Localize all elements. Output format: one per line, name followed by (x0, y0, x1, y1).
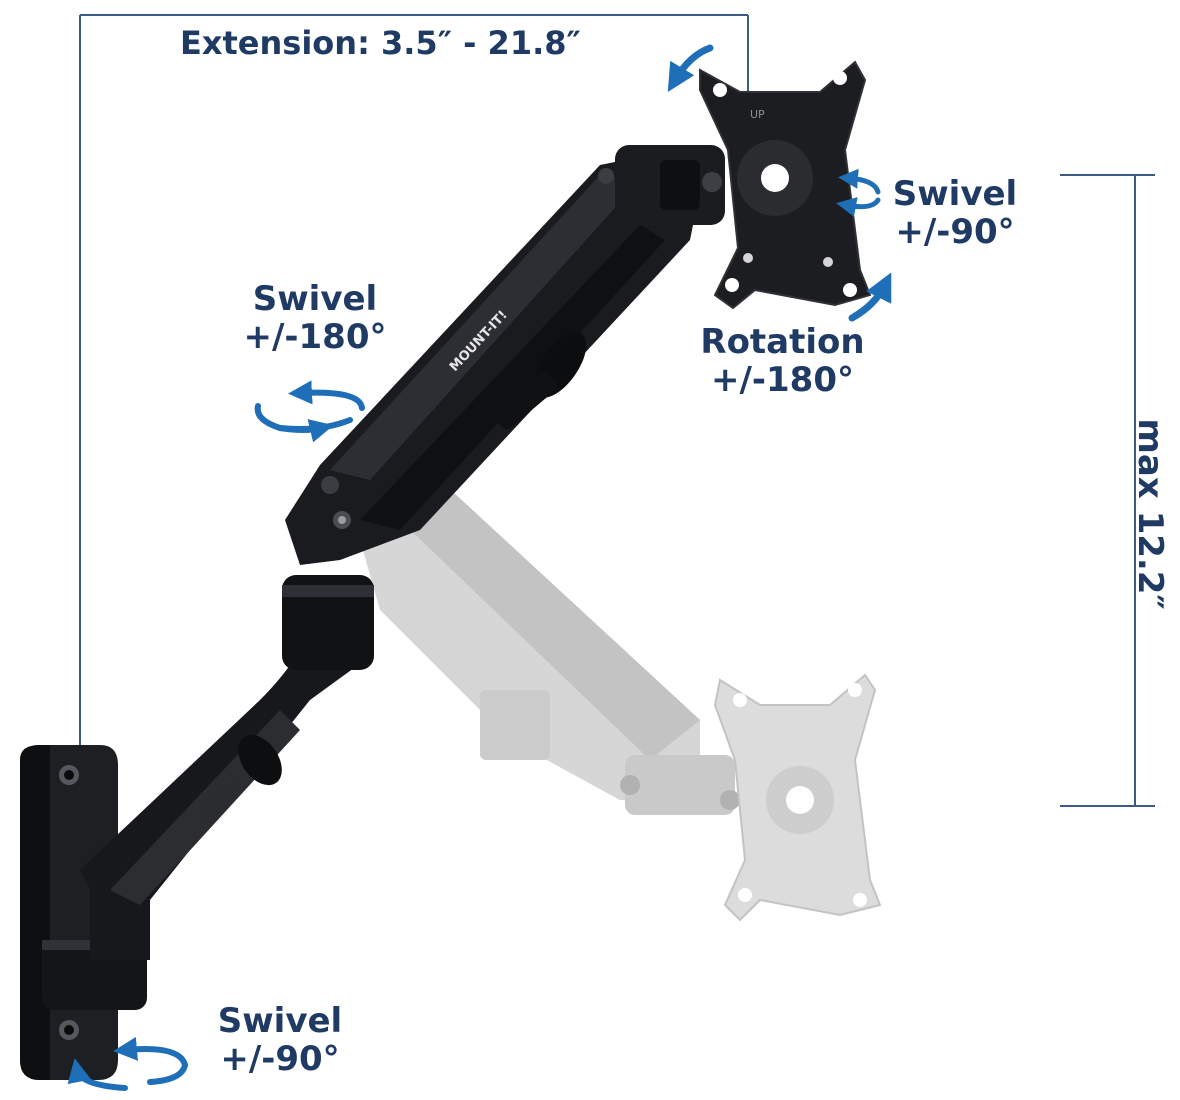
rotation-bottom-arrow-icon (848, 272, 892, 322)
upper-arm: MOUNT-IT! (285, 155, 700, 565)
base-swivel-arrow-icon (67, 1036, 189, 1091)
vesa-up-marking: UP (750, 108, 765, 121)
monitor-swivel-arrow-icon (836, 168, 881, 217)
arm-swivel-range: +/-180° (243, 317, 387, 358)
arm-swivel-title: Swivel (252, 279, 378, 319)
monitor-swivel-range: +/-90° (895, 212, 1015, 253)
extension-dimension-label: Extension: 3.5″ - 21.8″ (180, 24, 581, 62)
ghost-vesa-plate (713, 673, 882, 922)
rotation-range: +/-180° (711, 360, 854, 401)
base-swivel-label: Swivel +/-90° (205, 1002, 355, 1078)
height-dimension-line (1060, 174, 1155, 807)
tilt-head (615, 145, 725, 225)
rotation-top-arrow-icon (667, 44, 714, 93)
height-dimension-label: max 12.2″ (1130, 418, 1171, 610)
rotation-label: Rotation +/-180° (690, 323, 875, 399)
arm-swivel-label: Swivel +/-180° (230, 280, 400, 356)
arm-swivel-arrow-icon (254, 380, 365, 443)
rotation-title: Rotation (700, 322, 865, 362)
wall-plate (20, 745, 147, 1080)
lower-arm (80, 575, 374, 960)
ghost-arm-position (360, 480, 882, 922)
monitor-swivel-label: Swivel +/-90° (880, 175, 1030, 251)
base-swivel-range: +/-90° (220, 1039, 340, 1080)
monitor-swivel-title: Swivel (892, 174, 1018, 214)
base-swivel-title: Swivel (217, 1001, 343, 1041)
vesa-plate: UP (699, 60, 872, 310)
